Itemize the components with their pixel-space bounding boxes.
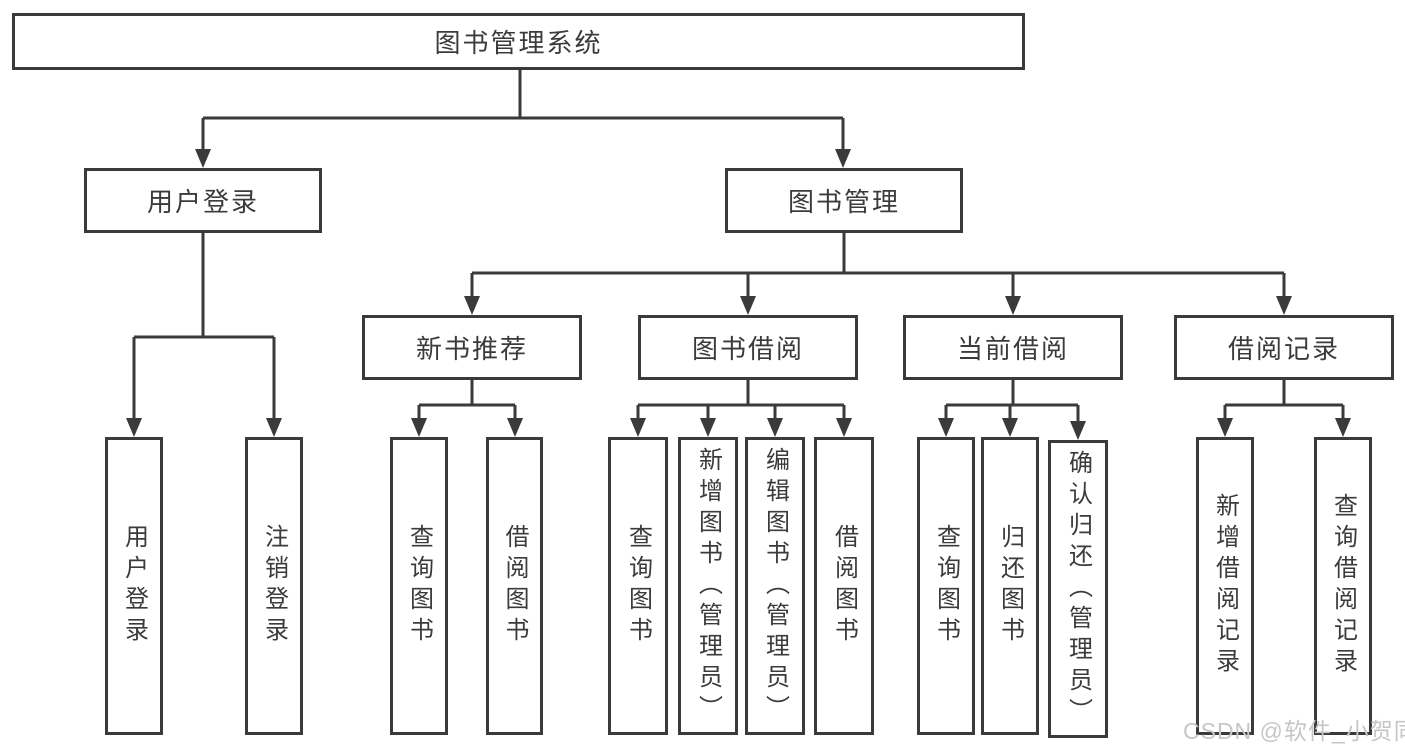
connector-path: [132, 70, 1345, 425]
leaf-edit-book-admin: 编辑图书（管理员）: [745, 437, 805, 735]
node-user-login: 用户登录: [84, 168, 322, 233]
leaf-return-book: 归还图书: [981, 437, 1039, 735]
leaf-confirm-return-admin: 确认归还（管理员）: [1048, 440, 1108, 738]
leaf-user-login: 用户登录: [105, 437, 163, 735]
node-root: 图书管理系统: [12, 13, 1025, 70]
leaf-add-book-admin: 新增图书（管理员）: [678, 437, 738, 735]
node-borrow-records: 借阅记录: [1174, 315, 1394, 380]
leaf-query-book-2: 查询图书: [608, 437, 668, 735]
leaf-borrow-book-2: 借阅图书: [814, 437, 874, 735]
node-current-borrow: 当前借阅: [903, 315, 1123, 380]
node-book-management: 图书管理: [725, 168, 963, 233]
leaf-borrow-book-1: 借阅图书: [486, 437, 543, 735]
leaf-logout: 注销登录: [245, 437, 303, 735]
leaf-query-book-3: 查询图书: [917, 437, 975, 735]
node-new-book-recommend: 新书推荐: [362, 315, 582, 380]
leaf-query-book-1: 查询图书: [390, 437, 448, 735]
node-book-borrow: 图书借阅: [638, 315, 858, 380]
leaf-add-borrow-record: 新增借阅记录: [1196, 437, 1254, 735]
leaf-query-borrow-record: 查询借阅记录: [1314, 437, 1372, 735]
watermark: CSDN @软件_小贺同学: [1183, 718, 1405, 744]
